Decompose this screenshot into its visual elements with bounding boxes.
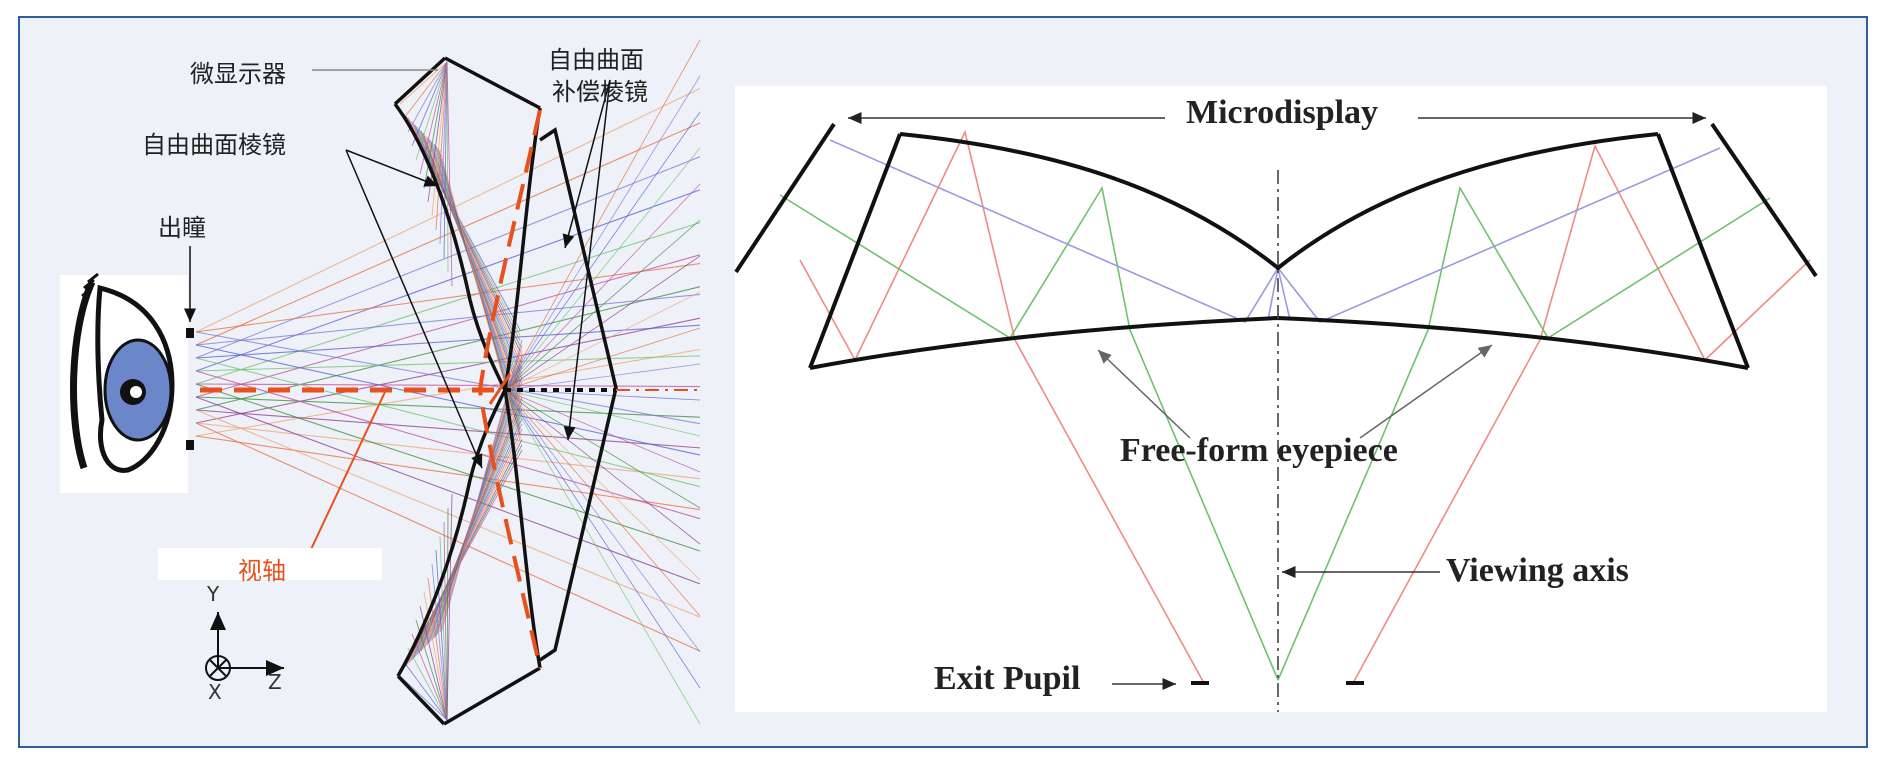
coordinate-axes-icon [205,612,284,681]
freeform-eyepiece-label: Free-form eyepiece [1120,432,1398,469]
freeform-prism-label-cn: 自由曲面棱镜 [142,131,286,159]
freeform-prism [393,56,542,726]
eyepiece-rays [779,129,1811,686]
ray-fan [195,39,701,725]
exit-pupil-label: Exit Pupil [934,660,1081,697]
compensator-label-line2-cn: 补偿棱镜 [552,78,648,106]
left-optical-diagram [60,39,701,726]
axis-z-label: Z [268,670,282,694]
visual-axis-label-box [158,548,382,580]
microdisplay-label: Microdisplay [1186,94,1379,131]
eye-icon [60,272,188,493]
visual-axis-leader [305,391,386,561]
exit-pupil-label-cn: 出瞳 [158,214,206,242]
axis-x-label: X [208,680,222,704]
visual-axis-label-cn: 视轴 [238,557,286,585]
viewing-axis-label: Viewing axis [1446,552,1629,589]
right-panel [735,86,1827,712]
axis-y-label: Y [207,582,220,606]
freeform-eyepiece [734,122,1818,370]
compensator-label-line1-cn: 自由曲面 [548,46,644,74]
exit-pupil-marks [186,328,194,450]
microdisplay-label-cn: 微显示器 [190,60,286,88]
